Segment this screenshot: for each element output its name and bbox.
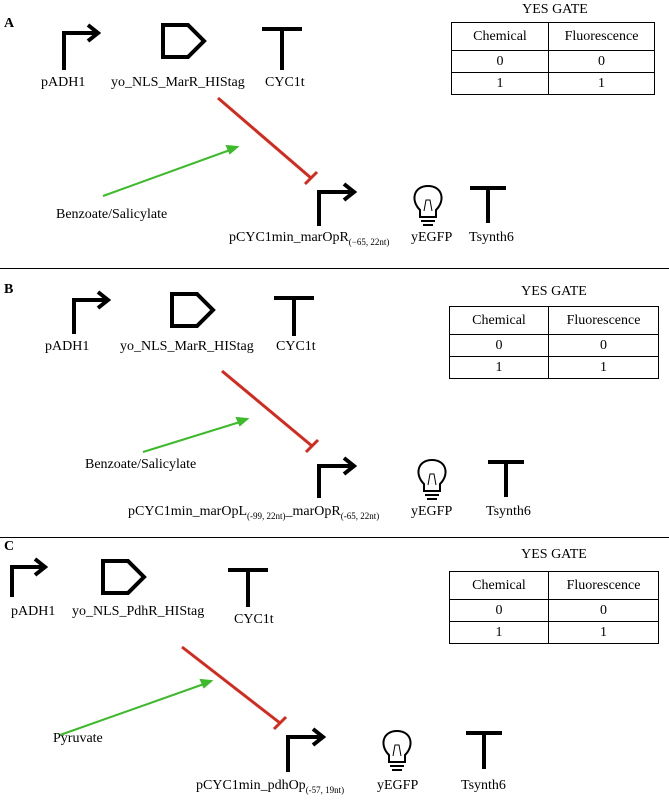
reporter-terminator-icon xyxy=(466,731,502,769)
panel-c-graphics xyxy=(10,557,502,772)
table-header-row: Chemical Fluorescence xyxy=(449,306,659,335)
table-header-chemical: Chemical xyxy=(451,22,549,51)
inducer-label: Benzoate/Salicylate xyxy=(56,207,168,222)
terminator-icon xyxy=(262,27,302,70)
induction-arrow xyxy=(59,678,214,736)
divider xyxy=(0,268,669,269)
reporter-promoter-arrow-icon xyxy=(317,182,358,226)
table-header-chemical: Chemical xyxy=(449,306,549,335)
reporter-label: yEGFP xyxy=(411,504,453,519)
table-cell: 0 xyxy=(449,334,549,357)
reporter-terminator-icon xyxy=(488,460,524,497)
terminator-label: CYC1t xyxy=(234,612,274,627)
panel-b: B pADH1 yo_NLS_MarR_HIStag CYC1t Benzoat… xyxy=(0,268,669,536)
table-header-row: Chemical Fluorescence xyxy=(449,571,659,600)
table-cell: 0 xyxy=(548,334,659,357)
truth-table: Chemical Fluorescence 0 0 1 1 xyxy=(451,22,655,95)
reporter-label: yEGFP xyxy=(377,778,419,793)
panel-label: B xyxy=(4,282,14,297)
lightbulb-icon xyxy=(417,458,447,500)
reporter-promoter-label: pCYC1min_pdhOp(-57, 19nt) xyxy=(196,778,345,795)
table-row: 0 0 xyxy=(451,50,655,73)
inducer-label: Benzoate/Salicylate xyxy=(85,457,197,472)
table-title: YES GATE xyxy=(521,547,587,562)
gene-label: yo_NLS_MarR_HIStag xyxy=(120,339,254,354)
gene-label: yo_NLS_MarR_HIStag xyxy=(111,75,245,90)
terminator-icon xyxy=(274,296,314,336)
induction-arrow xyxy=(142,416,250,453)
table-header-fluorescence: Fluorescence xyxy=(548,571,659,600)
table-header-chemical: Chemical xyxy=(449,571,549,600)
reporter-terminator-label: Tsynth6 xyxy=(461,778,506,793)
table-row: 0 0 xyxy=(449,599,659,622)
panel-c: C pADH1 yo_NLS_PdhR_HIStag CYC1t Pyruvat… xyxy=(0,537,669,800)
promoter-label: pADH1 xyxy=(41,75,86,90)
reporter-terminator-label: Tsynth6 xyxy=(469,230,514,245)
table-cell: 1 xyxy=(548,356,659,379)
panel-a: A pADH1 yo_NLS_MarR_HIStag CYC1t Benzoat… xyxy=(0,0,669,265)
table-cell: 1 xyxy=(451,72,549,95)
table-title: YES GATE xyxy=(522,2,588,17)
promoter-label: pADH1 xyxy=(45,339,90,354)
repression-arrow xyxy=(221,369,320,454)
table-cell: 0 xyxy=(451,50,549,73)
inducer-label: Pyruvate xyxy=(53,731,103,746)
divider xyxy=(0,537,669,538)
truth-table: Chemical Fluorescence 0 0 1 1 xyxy=(449,306,659,379)
reporter-promoter-arrow-icon xyxy=(317,456,358,498)
promoter-arrow-icon xyxy=(62,23,102,70)
panel-b-graphics xyxy=(72,290,524,500)
panel-label: A xyxy=(4,16,15,31)
panel-a-graphics xyxy=(62,23,506,226)
table-row: 1 1 xyxy=(449,621,659,644)
promoter-label: pADH1 xyxy=(11,604,56,619)
panel-label: C xyxy=(4,539,15,554)
repression-arrow xyxy=(181,645,288,731)
table-cell: 0 xyxy=(548,50,655,73)
induction-arrow xyxy=(102,144,240,197)
table-header-fluorescence: Fluorescence xyxy=(548,22,655,51)
table-cell: 1 xyxy=(548,72,655,95)
lightbulb-icon xyxy=(382,729,412,771)
repression-arrow xyxy=(217,96,319,186)
promoter-arrow-icon xyxy=(72,290,112,334)
reporter-promoter-label: pCYC1min_marOpR(−65, 22nt) xyxy=(229,230,390,247)
truth-table: Chemical Fluorescence 0 0 1 1 xyxy=(449,571,659,644)
lightbulb-icon xyxy=(413,184,443,226)
reporter-promoter-label: pCYC1min_marOpL(-99, 22nt)_marOpR(-65, 2… xyxy=(128,504,380,521)
reporter-terminator-label: Tsynth6 xyxy=(486,504,531,519)
terminator-label: CYC1t xyxy=(265,75,305,90)
table-cell: 0 xyxy=(449,599,549,622)
reporter-promoter-arrow-icon xyxy=(286,727,327,772)
table-row: 1 1 xyxy=(449,356,659,379)
table-cell: 1 xyxy=(449,621,549,644)
promoter-arrow-icon xyxy=(10,557,49,597)
table-cell: 1 xyxy=(449,356,549,379)
terminator-label: CYC1t xyxy=(276,339,316,354)
cds-icon xyxy=(170,292,216,328)
reporter-label: yEGFP xyxy=(411,230,453,245)
table-title: YES GATE xyxy=(521,284,587,299)
reporter-terminator-icon xyxy=(470,186,506,223)
table-cell: 0 xyxy=(548,599,659,622)
cds-icon xyxy=(161,23,207,59)
gene-label: yo_NLS_PdhR_HIStag xyxy=(72,604,205,619)
table-row: 0 0 xyxy=(449,334,659,357)
cds-icon xyxy=(101,559,147,595)
table-cell: 1 xyxy=(548,621,659,644)
table-header-fluorescence: Fluorescence xyxy=(548,306,659,335)
terminator-icon xyxy=(228,568,268,607)
table-header-row: Chemical Fluorescence xyxy=(451,22,655,51)
table-row: 1 1 xyxy=(451,72,655,95)
